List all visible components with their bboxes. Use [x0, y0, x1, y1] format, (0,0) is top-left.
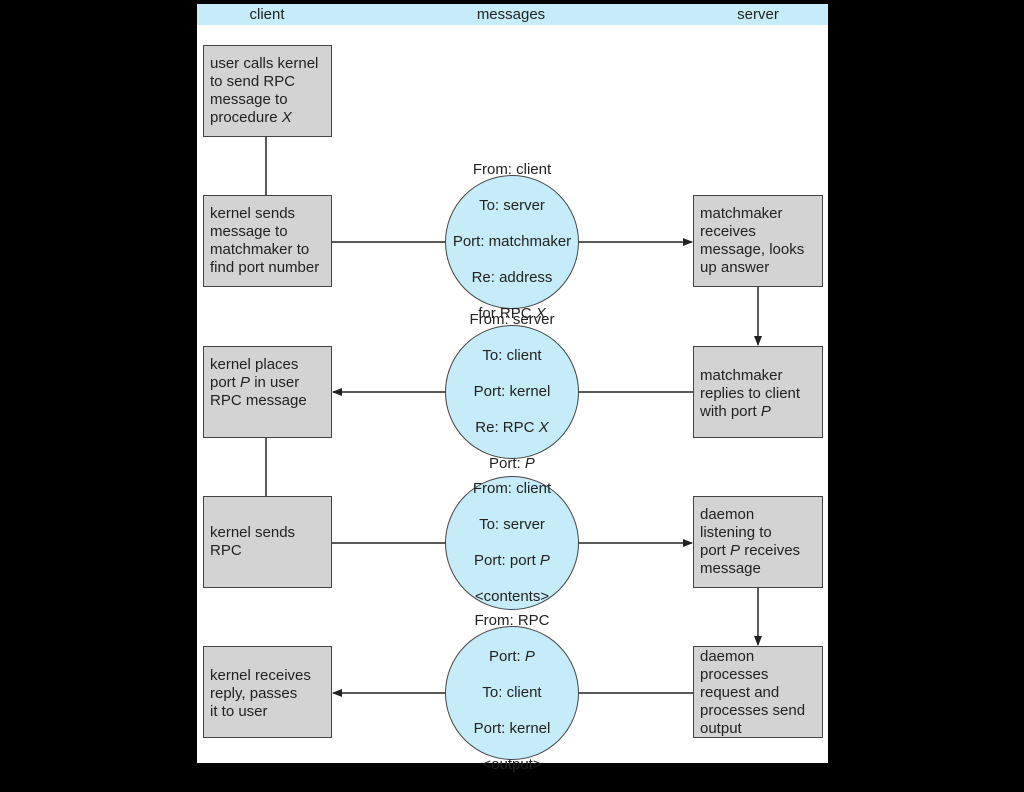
connector-lines — [265, 137, 762, 697]
message-circle-4: From: RPC Port: P To: client Port: kerne… — [445, 612, 579, 773]
client-box-kernel-sends-to-matchmaker: kernel sends message to matchmaker to fi… — [203, 195, 332, 287]
client-box-kernel-sends-rpc: kernel sends RPC — [203, 496, 332, 588]
message-circle-1: From: client To: server Port: matchmaker… — [445, 161, 579, 322]
header-client: client — [249, 6, 285, 23]
header-server: server — [737, 6, 779, 23]
client-box-kernel-receives-reply: kernel receives reply, passes it to user — [203, 646, 332, 738]
client-box-kernel-places-port: kernel places port P in user RPC message — [203, 346, 332, 438]
server-box-daemon-processes: daemon processes request and processes s… — [693, 646, 823, 738]
server-box-daemon-listening: daemon listening to port P receives mess… — [693, 496, 823, 588]
header-messages: messages — [476, 6, 546, 23]
client-box-user-calls-kernel: user calls kernel to send RPC message to… — [203, 45, 332, 137]
column-header: client messages server — [197, 4, 828, 25]
message-circle-2: From: server To: client Port: kernel Re:… — [445, 311, 579, 472]
message-circle-3: From: client To: server Port: port P <co… — [445, 476, 579, 610]
diagram-panel: client messages server user calls kernel — [197, 4, 828, 773]
server-box-matchmaker-receives: matchmaker receives message, looks up an… — [693, 195, 823, 287]
server-box-matchmaker-replies: matchmaker replies to client with port P — [693, 346, 823, 438]
